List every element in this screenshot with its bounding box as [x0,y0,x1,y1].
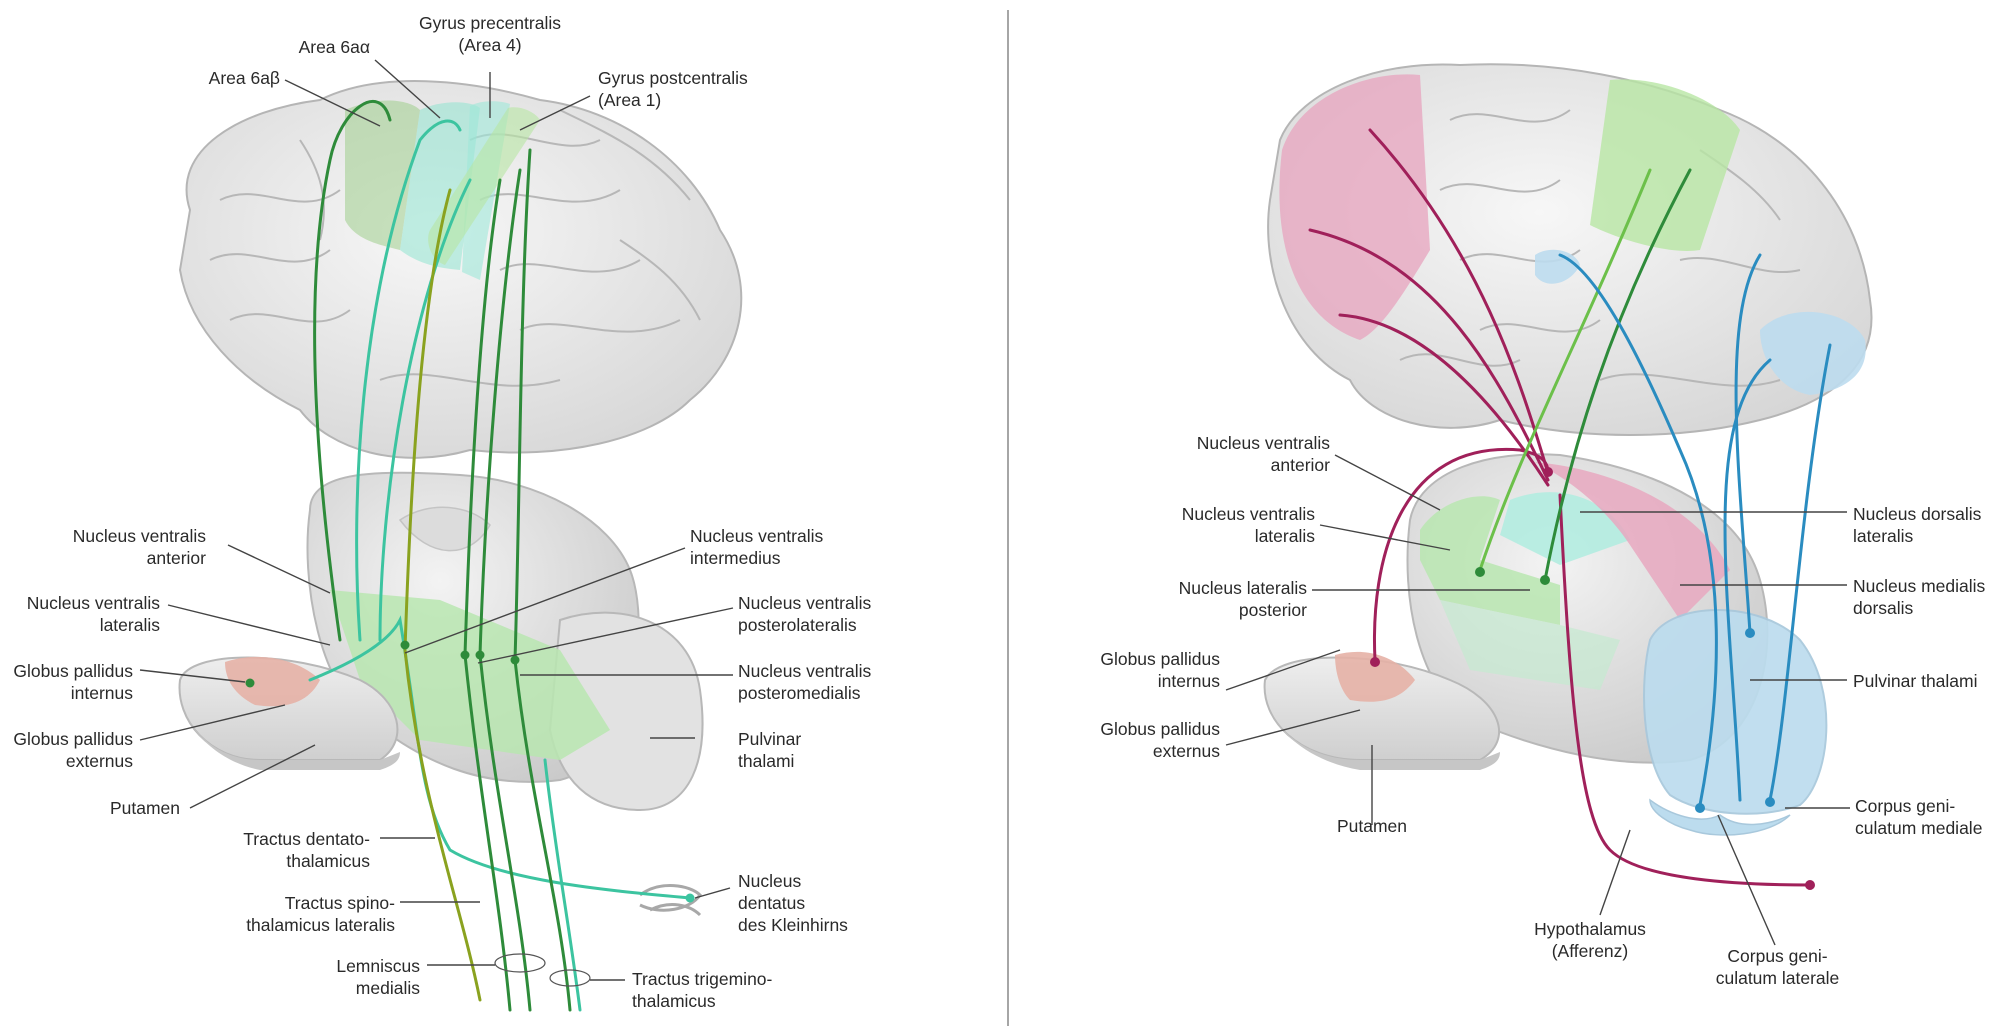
magenta-fiber-2 [1308,228,1550,482]
right-fiber-endpoints [1370,467,1815,890]
label-hypothalamus: Hypothalamus(Afferenz) [1534,919,1646,961]
thalamus-green-region [330,590,610,760]
nucleus-medialis-dorsalis-region [1535,462,1730,620]
green-fiber-2 [1543,168,1692,582]
left-fibers [308,99,692,1012]
label-putamen-right: Putamen [1336,816,1408,836]
right-pallidum [1263,651,1500,770]
nucleus-ventralis-lateralis-region [1420,560,1560,625]
label-gyrus-postcentralis: Gyrus postcentralis(Area 1) [598,68,748,110]
blue-fiber-4 [1723,358,1772,802]
fiber-6ab [313,99,392,642]
magenta-fiber-pallidus [1373,447,1550,662]
magenta-fiber-3 [1338,313,1550,487]
globus-pallidus-internus-region-right [1335,651,1415,702]
magenta-fiber-hypothalamus [1558,493,1812,887]
magenta-fiber-1 [1368,128,1550,475]
blue-fiber-1 [1734,253,1762,635]
prefrontal-pink-region [1279,74,1430,340]
label-tractus-trigeminothalamicus: Tractus trigemino-thalamicus [632,969,773,1011]
fiber-endpoints [245,640,695,903]
blue-fiber-2 [1558,253,1718,807]
left-leaders [139,59,734,981]
label-corpus-geniculatum-laterale: Corpus geni-culatum laterale [1715,946,1840,988]
right-brain [1267,63,1873,436]
fiber-olive [403,188,482,1002]
fiber-vpl2 [478,168,532,1012]
nucleus-dentatus-shape [639,884,702,917]
left-panel [139,59,743,1012]
central-green-region [1590,79,1740,251]
label-pulvinar-thalami-right: Pulvinar thalami [1853,671,1978,691]
fiber-vpm [513,148,572,1012]
label-gyrus-precentralis: Gyrus precentralis(Area 4) [419,13,561,55]
label-corpus-geniculatum-mediale: Corpus geni-culatum mediale [1855,796,1983,838]
right-panel [1225,63,1873,946]
label-tractus-spinothalamicus: Tractus spino-thalamicus lateralis [246,893,395,935]
left-brain [178,80,743,459]
label-area-6aa: Area 6aα [298,37,370,57]
nucleus-lateralis-posterior-region [1440,600,1620,690]
green-fiber-1 [1478,168,1652,572]
occipital-blue-region [1760,311,1866,395]
area-1-region [428,107,540,266]
fiber-area4 [378,178,472,642]
fiber-vpm2 [543,758,582,1012]
right-fibers [1308,128,1832,887]
nucleus-ventralis-anterior-region [1420,496,1500,560]
right-leaders [1225,454,1850,946]
label-tractus-dentatothalamicus: Tractus dentato-thalamicus [243,829,370,871]
label-putamen-left: Putamen [109,798,180,818]
fiber-6aa [355,119,462,642]
left-pallidum [178,656,400,770]
label-area-6ab: Area 6aβ [208,68,280,88]
globus-pallidus-internus-region [225,656,320,707]
area-6ab-region [345,100,420,250]
blue-fiber-3 [1768,343,1832,802]
nucleus-dorsalis-lateralis-region [1500,492,1630,565]
fiber-vpl1 [463,178,512,1012]
